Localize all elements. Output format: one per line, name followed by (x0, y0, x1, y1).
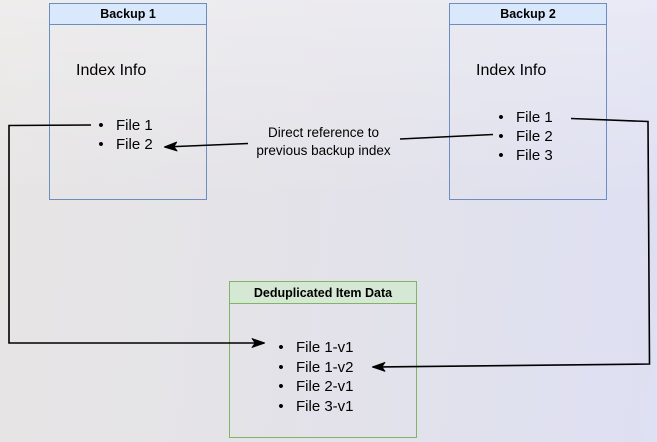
list-item: • File 1-v2 (275, 358, 354, 378)
backup1-title: Backup 1 (100, 7, 156, 21)
bullet-icon: • (498, 109, 504, 126)
list-item: • File 3 (495, 146, 553, 165)
list-item-label: File 2 (516, 128, 553, 145)
backup1-file-list: • File 1 • File 2 (95, 116, 153, 154)
backup2-header: Backup 2 (450, 4, 606, 25)
list-item-label: File 2 (116, 136, 153, 153)
backup2-body: Index Info • File 1 • File 2 • File 3 (450, 4, 606, 199)
list-item: • File 2 (495, 127, 553, 146)
bullet-icon: • (278, 358, 284, 376)
annotation-line2: previous backup index (256, 142, 391, 158)
dedup-file-list: • File 1-v1 • File 1-v2 • File 2-v1 • Fi… (275, 338, 354, 417)
list-item-label: File 1-v2 (296, 358, 354, 376)
dedup-node: Deduplicated Item Data • File 1-v1 • Fil… (229, 281, 417, 438)
list-item-label: File 2-v1 (296, 378, 354, 396)
bullet-icon: • (98, 117, 104, 134)
backup2-title: Backup 2 (500, 7, 556, 21)
backup1-header: Backup 1 (50, 4, 206, 25)
backup1-index-info-label: Index Info (76, 62, 147, 79)
list-item-label: File 1 (116, 117, 153, 134)
list-item: • File 1 (495, 108, 553, 127)
list-item: • File 3-v1 (275, 397, 354, 417)
backup1-body: Index Info • File 1 • File 2 (50, 4, 206, 199)
list-item-label: File 1 (516, 109, 553, 126)
list-item-label: File 3-v1 (296, 398, 354, 416)
backup2-file-list: • File 1 • File 2 • File 3 (495, 108, 553, 165)
bullet-icon: • (278, 339, 284, 356)
list-item-label: File 1-v1 (296, 339, 354, 356)
bullet-icon: • (278, 378, 284, 396)
dedup-body: • File 1-v1 • File 1-v2 • File 2-v1 • Fi… (230, 282, 416, 437)
bullet-icon: • (498, 128, 504, 145)
list-item: • File 1 (95, 116, 153, 135)
backup2-node: Backup 2 Index Info • File 1 • File 2 • … (449, 3, 607, 200)
direct-reference-annotation: Direct reference to previous backup inde… (240, 124, 407, 159)
list-item: • File 1-v1 (275, 338, 354, 358)
list-item-label: File 3 (516, 147, 553, 164)
list-item: • File 2 (95, 135, 153, 154)
dedup-header: Deduplicated Item Data (230, 282, 416, 304)
list-item: • File 2-v1 (275, 377, 354, 397)
dedup-title: Deduplicated Item Data (253, 286, 393, 300)
bullet-icon: • (278, 398, 284, 416)
bullet-icon: • (498, 147, 504, 164)
backup2-index-info-label: Index Info (476, 62, 547, 79)
backup1-node: Backup 1 Index Info • File 1 • File 2 (49, 3, 207, 200)
bullet-icon: • (98, 136, 104, 153)
annotation-line1: Direct reference to (267, 125, 380, 140)
